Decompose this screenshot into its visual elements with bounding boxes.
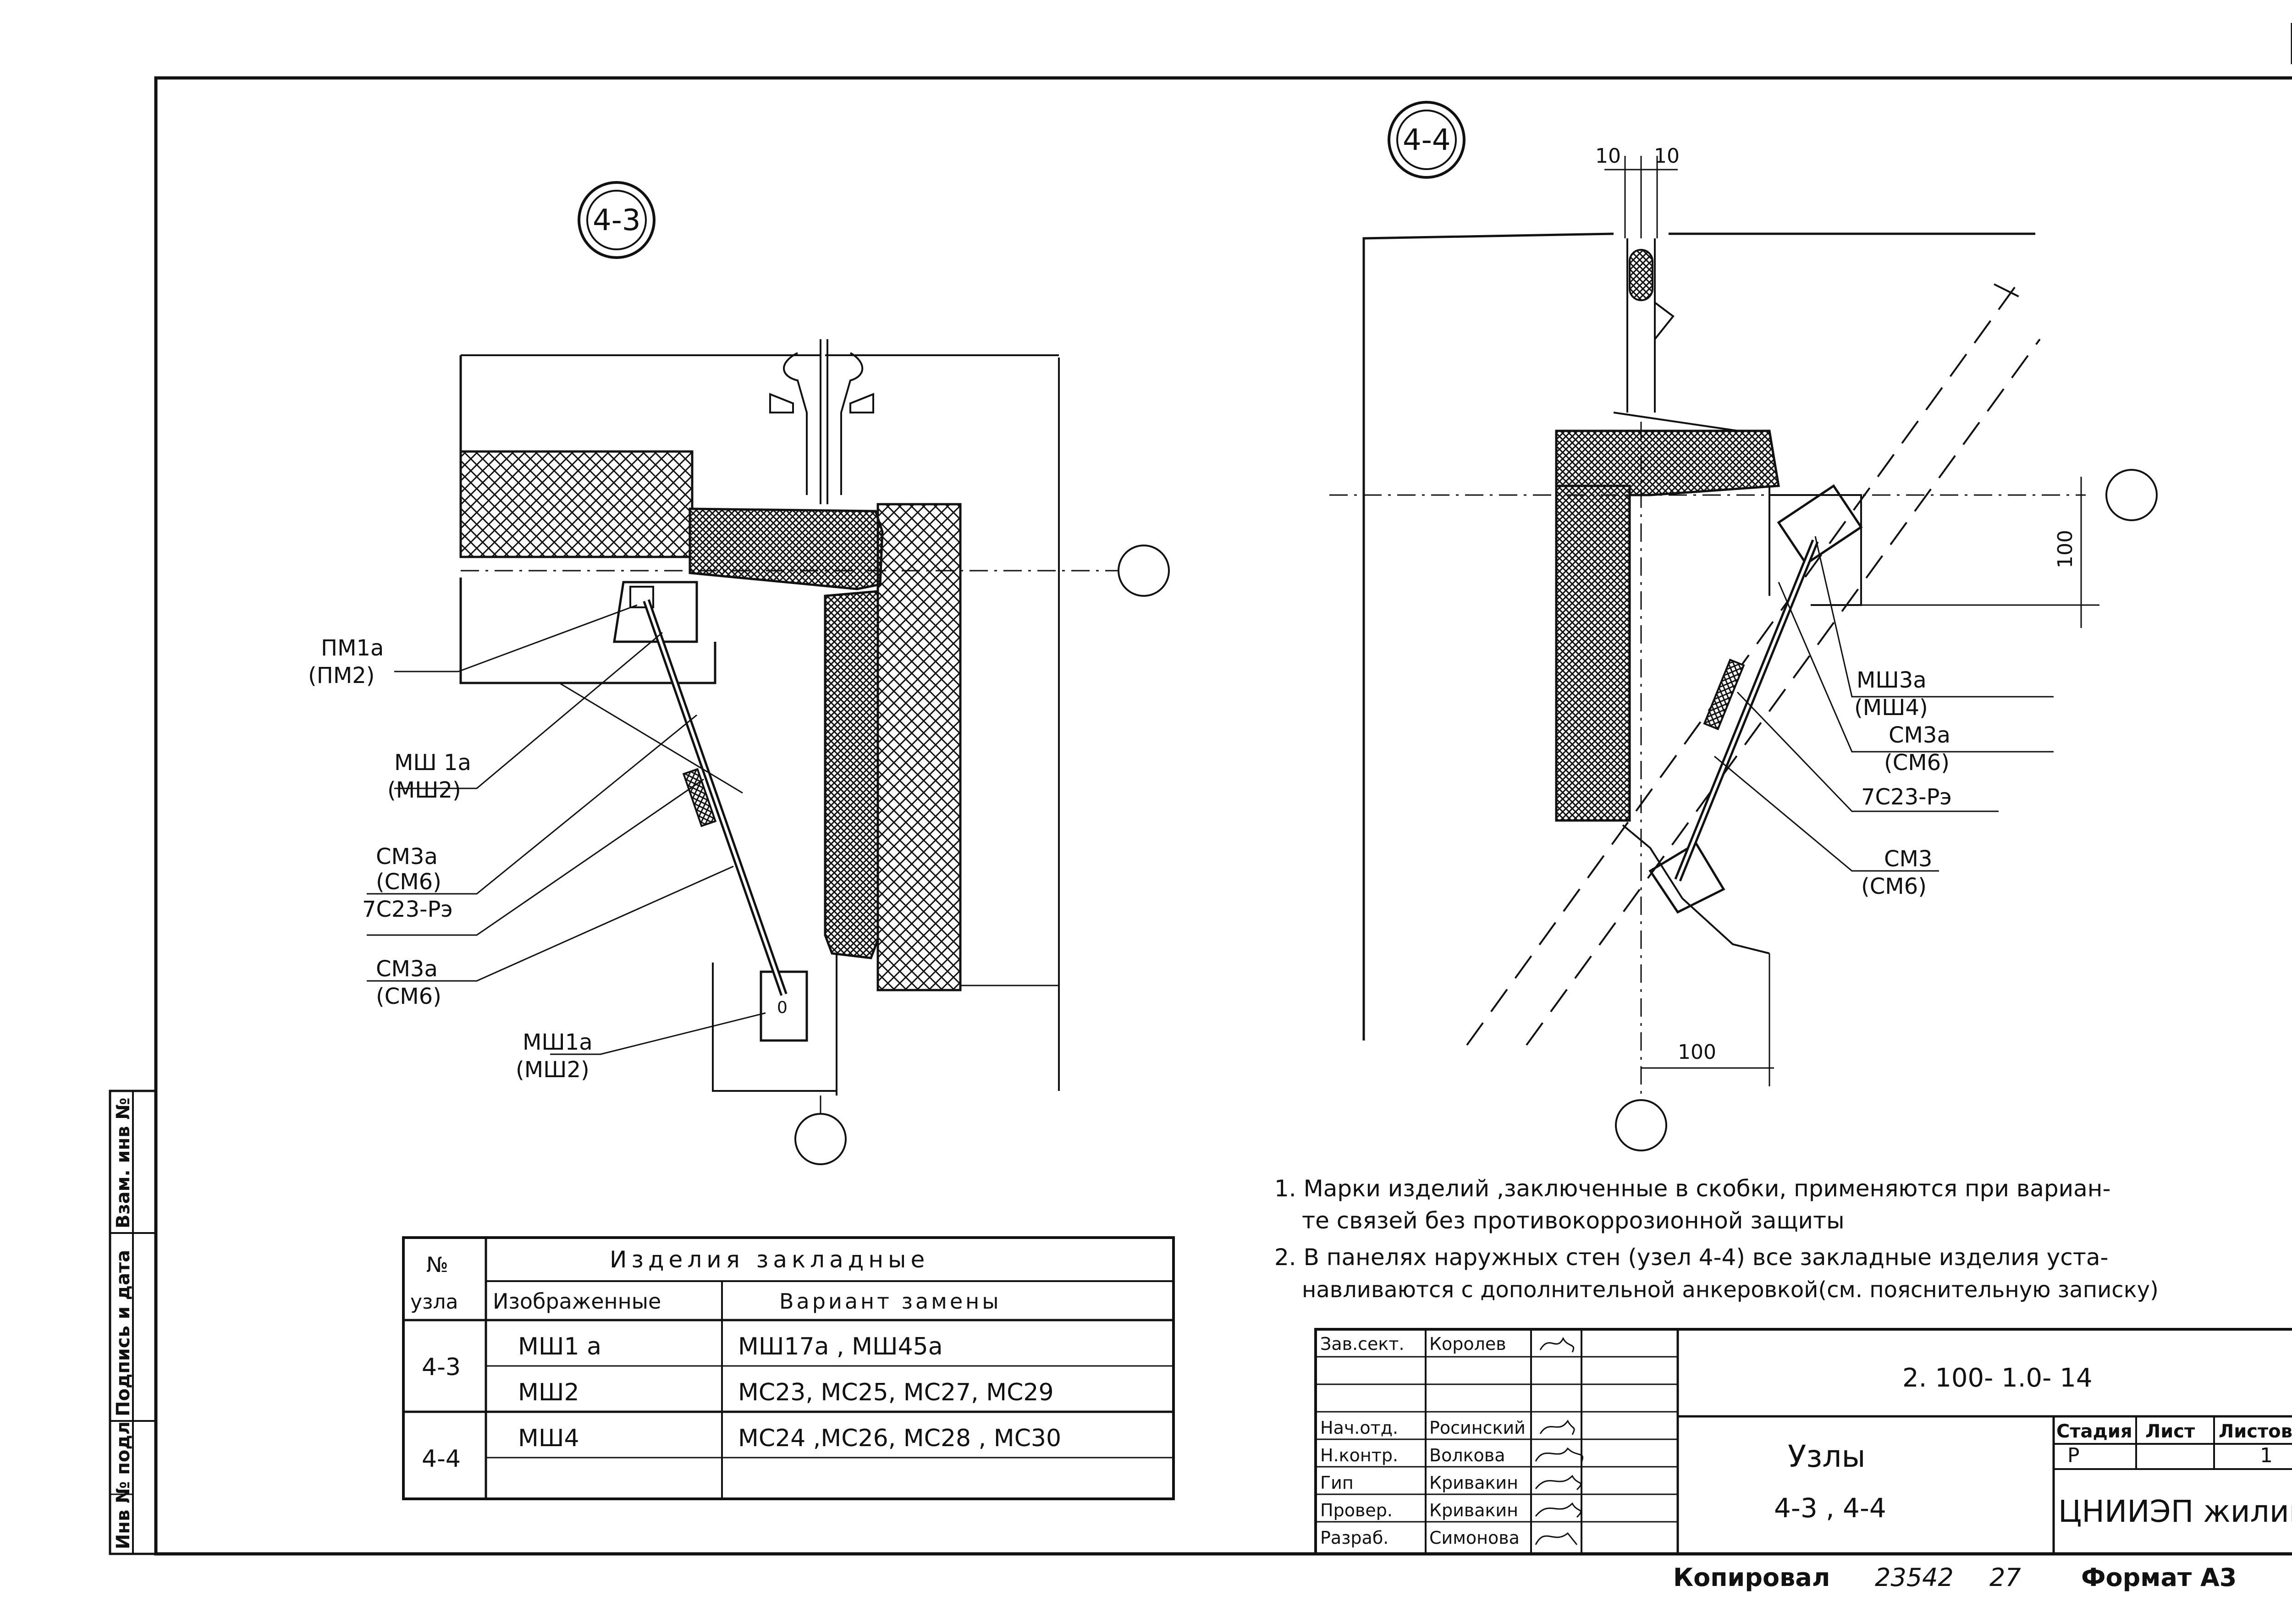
note-2-line-2: навливаются с дополнительной анкеровкой(… [1302, 1277, 2159, 1303]
svg-text:0: 0 [777, 998, 788, 1017]
title-line-2: 4-3 , 4-4 [1774, 1492, 1886, 1524]
detail-4-3-label: 4-3 [593, 204, 641, 237]
role-nach-otd: Нач.отд. [1320, 1418, 1398, 1438]
callout-sm3: СМ3 [1884, 846, 1932, 872]
callout-7c23-44: 7С23-Рэ [1861, 784, 1952, 810]
name-korolev: Королев [1429, 1334, 1506, 1354]
margin-replaced-inv: Взам. инв № [113, 1097, 134, 1228]
table-header-no: № [426, 1252, 448, 1277]
callout-sm6-2: (СМ6) [376, 984, 441, 1009]
table-variant-3: МС24 ,МС26, МС28 , МС30 [738, 1425, 1061, 1452]
callout-pm1a: ПМ1а [321, 635, 384, 661]
detail-4-4-marker [1388, 101, 1466, 179]
table-shown-2: МШ2 [518, 1379, 579, 1406]
dim-100-vertical: 100 [2054, 530, 2077, 568]
table-col-variant: Вариант замены [779, 1289, 1002, 1314]
format-label: Формат А3 [2081, 1563, 2237, 1592]
callout-sm6-a: (СМ6) [1884, 750, 1950, 776]
title-block: Зав.сект. Нач.отд. Н.контр. Гип Провер. … [1314, 1328, 2292, 1555]
table-node-4-3: 4-3 [422, 1354, 461, 1381]
copied-number: 23542 [1875, 1563, 1954, 1592]
notes: 1. Марки изделий ,заключенные в скобки, … [1274, 1175, 2159, 1303]
role-prover: Провер. [1320, 1500, 1393, 1520]
axis-marker-4-3-right [1118, 545, 1170, 597]
detail-4-4-label: 4-4 [1403, 123, 1451, 157]
sheets-label: Листов [2219, 1421, 2292, 1442]
axis-marker-4-4-bottom [1615, 1099, 1667, 1151]
stage-value: Р [2067, 1444, 2080, 1467]
role-gip: Гип [1320, 1473, 1354, 1493]
role-zav-sekt: Зав.сект. [1320, 1334, 1405, 1354]
name-volkova: Волкова [1429, 1445, 1505, 1465]
callout-7c23: 7С23-Рэ [362, 897, 453, 922]
table-header-node: узла [410, 1290, 458, 1314]
detail-4-4: 4-4 10 10 100 100 [1329, 101, 2158, 1151]
callout-sm3a-2: СМ3а [376, 956, 438, 982]
detail-4-3-marker [578, 181, 656, 259]
dim-10-left: 10 [1595, 144, 1621, 168]
role-razrab: Разраб. [1320, 1528, 1388, 1548]
name-krivakin-1: Кривакин [1429, 1473, 1518, 1493]
callout-sm6-b: (СМ6) [1861, 874, 1927, 899]
axis-marker-4-3-bottom [794, 1113, 847, 1165]
name-rosinsky: Росинский [1429, 1418, 1526, 1438]
table-variant-2: МС23, МС25, МС27, МС29 [738, 1379, 1054, 1406]
callout-msh2-top: (МШ2) [387, 777, 461, 803]
footer: Копировал 23542 27 Формат А3 [1673, 1563, 2237, 1592]
callout-sm3a-1: СМ3а [376, 844, 438, 870]
organization: ЦНИИЭП жилища [2058, 1494, 2292, 1529]
copied-label: Копировал [1673, 1563, 1830, 1592]
callout-pm2: (ПМ2) [308, 663, 375, 688]
table-variant-1: МШ17а , МШ45а [738, 1333, 943, 1360]
sheet-label: Лист [2145, 1421, 2195, 1442]
table-shown-3: МШ4 [518, 1425, 579, 1452]
role-n-kontr: Н.контр. [1320, 1445, 1398, 1465]
name-krivakin-2: Кривакин [1429, 1500, 1518, 1520]
callout-sm3a: СМ3а [1889, 722, 1950, 748]
title-line-1: Узлы [1788, 1439, 1866, 1474]
callout-msh3a: МШ3а [1857, 667, 1927, 693]
table-col-shown: Изображенные [493, 1289, 661, 1314]
callout-msh1a-top: МШ 1а [394, 750, 471, 776]
table-header-group: Изделия закладные [610, 1246, 929, 1273]
sheets-value: 1 [2260, 1444, 2273, 1467]
sheet-frame [154, 23, 2292, 1556]
note-1-line-1: 1. Марки изделий ,заключенные в скобки, … [1274, 1175, 2111, 1202]
callout-sm6-1: (СМ6) [376, 869, 441, 895]
callout-msh4: (МШ4) [1854, 695, 1928, 721]
copied-extra: 27 [1989, 1563, 2021, 1592]
note-1-line-2: те связей без противокоррозионной защиты [1302, 1207, 1845, 1234]
callout-msh1a-bottom: МШ1а [523, 1029, 593, 1055]
margin-signature-date: Подпись и дата [113, 1250, 134, 1416]
embedded-items-table: № узла Изделия закладные Изображенные Ва… [402, 1236, 1175, 1500]
signatures [1535, 1337, 1584, 1545]
callout-msh2-bottom: (МШ2) [516, 1057, 590, 1083]
name-simonova: Симонова [1429, 1528, 1520, 1548]
axis-marker-4-4-right [2105, 469, 2158, 521]
note-2-line-1: 2. В панелях наружных стен (узел 4-4) вс… [1274, 1244, 2109, 1271]
dim-100-horizontal: 100 [1678, 1040, 1716, 1064]
dim-10-right: 10 [1654, 144, 1680, 168]
table-node-4-4: 4-4 [422, 1445, 461, 1473]
margin-inv-no: Инв № подл [113, 1421, 134, 1549]
left-margin-strip: Инв № подл Подпись и дата Взам. инв № [109, 1090, 157, 1555]
table-shown-1: МШ1 а [518, 1333, 601, 1360]
detail-4-3: 4-3 0 [308, 181, 1170, 1165]
title-block-rows [1316, 1356, 1678, 1523]
stage-label: Стадия [2056, 1421, 2132, 1442]
designation: 2. 100- 1.0- 14 [1902, 1363, 2092, 1393]
